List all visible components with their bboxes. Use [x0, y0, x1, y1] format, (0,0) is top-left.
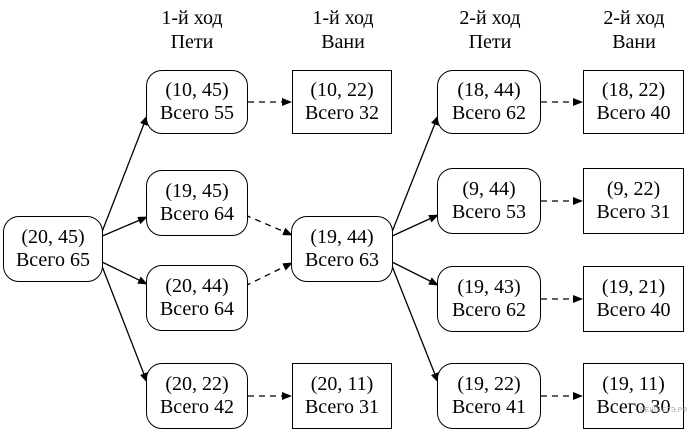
- header-col-1-line1: 1-й ход: [161, 7, 223, 29]
- node-petya-2-b: (9, 44) Всего 53: [437, 168, 541, 234]
- edge-root-to-p1d: [99, 260, 148, 383]
- node-pair: (20, 11): [310, 373, 374, 395]
- header-col-2-line1: 1-й ход: [312, 7, 374, 29]
- node-petya-2-a: (18, 44) Всего 62: [437, 70, 541, 134]
- node-pair: (10, 22): [310, 79, 374, 101]
- header-col-2-line2: Вани: [321, 31, 365, 53]
- node-pair: (20, 45): [21, 226, 85, 248]
- node-vanya-2-c: (19, 21) Всего 40: [583, 266, 684, 332]
- node-pair: (19, 21): [601, 276, 666, 298]
- node-total: Всего 62: [451, 102, 527, 124]
- node-vanya-2-a: (18, 22) Всего 40: [583, 70, 684, 134]
- node-pair: (9, 44): [462, 178, 516, 200]
- node-petya-1-a: (10, 45) Всего 55: [146, 70, 248, 134]
- node-pair: (10, 45): [165, 79, 229, 101]
- header-col-4-line1: 2-й ход: [603, 7, 665, 29]
- node-pair: (19, 11): [602, 373, 665, 395]
- node-vanya-2-d: (19, 11) Всего 30: [583, 363, 684, 429]
- edge-v1b-to-p2b: [389, 214, 439, 238]
- node-total: Всего 64: [159, 203, 235, 225]
- node-petya-1-b: (19, 45) Всего 64: [146, 170, 248, 236]
- node-vanya-1-a: (10, 22) Всего 32: [292, 70, 392, 134]
- node-petya-2-c: (19, 43) Всего 62: [437, 266, 541, 332]
- edge-root-to-p1c: [99, 260, 148, 285]
- node-total: Всего 30: [596, 396, 671, 418]
- node-petya-2-d: (19, 22) Всего 41: [437, 363, 541, 429]
- edge-v1b-to-p2c: [389, 260, 439, 286]
- node-total: Всего 64: [159, 298, 235, 320]
- header-col-3: 2-й ход Пети: [430, 6, 550, 54]
- header-col-3-line1: 2-й ход: [459, 7, 521, 29]
- node-petya-1-d: (20, 22) Всего 42: [146, 363, 248, 429]
- node-total: Всего 32: [304, 102, 380, 124]
- node-pair: (19, 45): [165, 180, 229, 202]
- node-start: (20, 45) Всего 65: [3, 216, 103, 282]
- node-pair: (19, 44): [310, 226, 374, 248]
- edge-root-to-p1b: [99, 216, 148, 238]
- node-total: Всего 41: [451, 396, 527, 418]
- header-col-1: 1-й ход Пети: [132, 6, 252, 54]
- edge-p1b-to-v1b: [244, 214, 293, 236]
- node-pair: (18, 44): [457, 79, 521, 101]
- node-pair: (20, 44): [165, 275, 229, 297]
- node-pair: (19, 22): [457, 373, 521, 395]
- watermark: РЕШУ ЕГЭ.РФ: [640, 407, 688, 414]
- node-total: Всего 40: [596, 299, 671, 321]
- node-total: Всего 53: [451, 201, 527, 223]
- node-pair: (19, 43): [457, 276, 521, 298]
- node-vanya-1-c: (20, 11) Всего 31: [292, 363, 392, 429]
- node-total: Всего 62: [451, 299, 527, 321]
- edge-p1c-to-v1b: [244, 262, 293, 287]
- header-col-2: 1-й ход Вани: [283, 6, 403, 54]
- node-pair: (20, 22): [165, 373, 229, 395]
- header-col-1-line2: Пети: [170, 31, 214, 53]
- edge-root-to-p1a: [99, 115, 148, 238]
- node-pair: (9, 22): [606, 178, 661, 200]
- node-total: Всего 31: [304, 396, 380, 418]
- node-total: Всего 63: [304, 249, 380, 271]
- node-total: Всего 55: [159, 102, 235, 124]
- node-total: Всего 40: [596, 102, 671, 124]
- node-total: Всего 31: [596, 201, 671, 223]
- node-total: Всего 42: [159, 396, 235, 418]
- header-col-4: 2-й ход Вани: [574, 6, 694, 54]
- edge-v1b-to-p2a: [389, 115, 439, 238]
- node-petya-1-c: (20, 44) Всего 64: [146, 265, 248, 331]
- node-vanya-2-b: (9, 22) Всего 31: [583, 168, 684, 234]
- header-col-4-line2: Вани: [612, 31, 656, 53]
- edge-v1b-to-p2d: [389, 260, 439, 383]
- header-col-3-line2: Пети: [468, 31, 512, 53]
- node-vanya-1-b: (19, 44) Всего 63: [291, 216, 393, 282]
- node-total: Всего 65: [15, 249, 91, 271]
- node-pair: (18, 22): [601, 79, 666, 101]
